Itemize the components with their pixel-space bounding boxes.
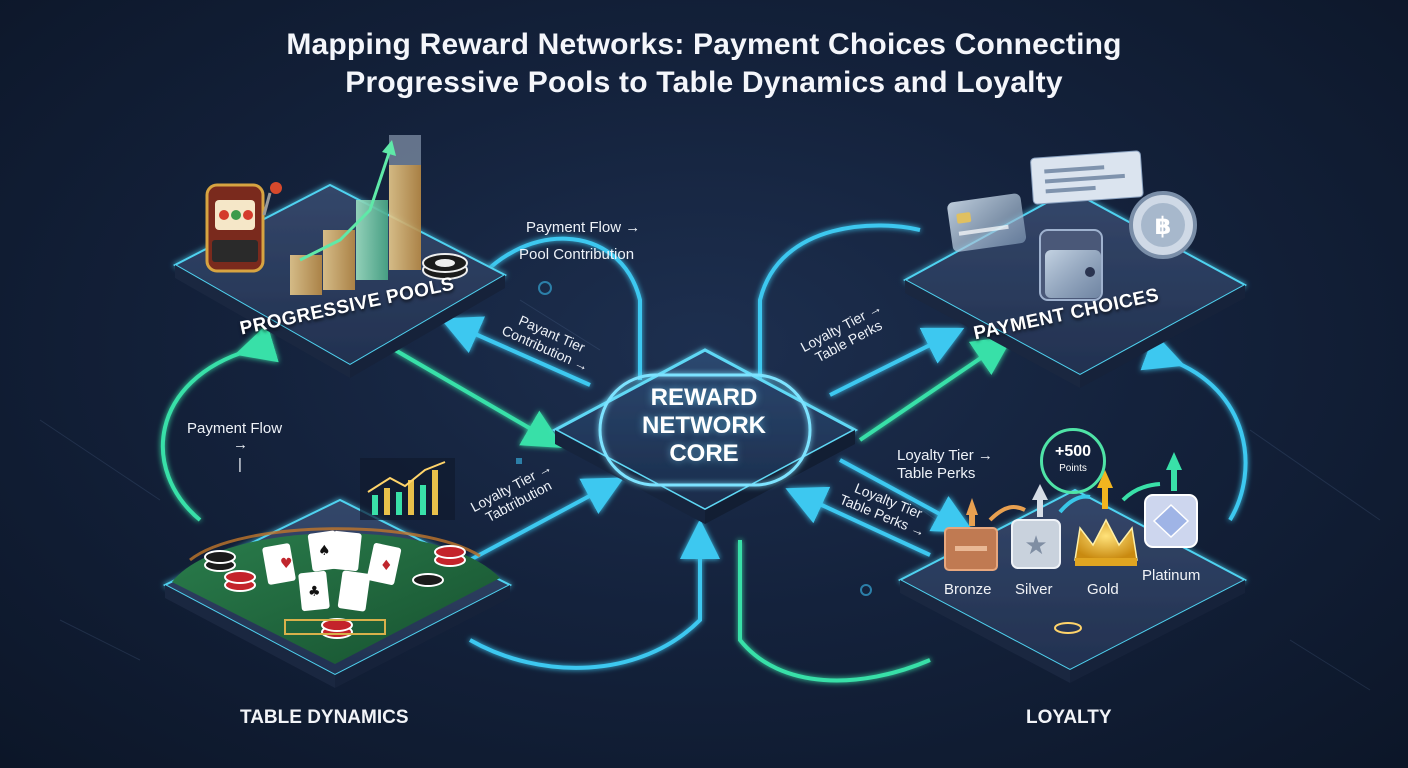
core-label-line-1: REWARD [614,384,794,412]
core-label-line-2: NETWORK [614,412,794,440]
edge-label-payment-flow-top-2: Pool Contribution [519,246,634,263]
credit-card-icon [947,193,1027,253]
bill-icon [1030,151,1143,205]
points-badge-value: +500 [1043,443,1103,461]
tier-label-platinum: Platinum [1142,567,1200,584]
edge-label-payment-flow-left-3: | [238,456,242,473]
tier-label-silver: Silver [1015,581,1053,598]
tier-label-gold: Gold [1087,581,1119,598]
edge-label-payment-flow-top-1: Payment Flow → [526,219,640,236]
core-label-line-3: CORE [614,440,794,468]
table-dynamics-panel: ♥ ♠ ♦ ♣ [165,458,510,688]
tier-label-bronze: Bronze [944,581,992,598]
loyalty-title: LOYALTY [1026,707,1112,729]
platinum-tier-icon [1145,495,1197,547]
payment-choices-panel: ฿ [905,151,1245,388]
svg-text:♣: ♣ [308,584,321,600]
svg-text:฿: ฿ [1155,212,1172,240]
edge-label-payment-flow-left-1: Payment Flow [187,420,282,437]
points-badge-label: Points [1043,463,1103,474]
table-mini-chart-icon [360,458,455,520]
svg-text:♥: ♥ [280,556,293,572]
pools-to-core [395,350,550,440]
bottom-right-loop [740,540,930,680]
bronze-tier-icon [945,528,997,570]
top-right-loop [760,225,920,380]
core-label: REWARD NETWORK CORE [614,384,794,468]
svg-text:★: ★ [1024,531,1047,561]
edge-label-loyalty-tier-mid-2: Table Perks [897,465,975,482]
progressive-pools-panel [175,135,505,378]
points-badge: +500 Points [1040,428,1106,494]
bottom-left-loop [470,535,700,668]
crypto-coin-icon: ฿ [1131,193,1195,257]
edge-label-loyalty-tier-mid-1: Loyalty Tier → [897,447,993,464]
table-dynamics-title: TABLE DYNAMICS [240,707,409,729]
svg-text:♠: ♠ [318,543,331,559]
wallet-icon [1040,230,1102,300]
edge-label-payment-flow-left-2: → [233,436,248,453]
silver-tier-icon: ★ [1012,520,1060,568]
svg-text:♦: ♦ [380,558,393,574]
loyalty-to-payment [860,345,1000,440]
